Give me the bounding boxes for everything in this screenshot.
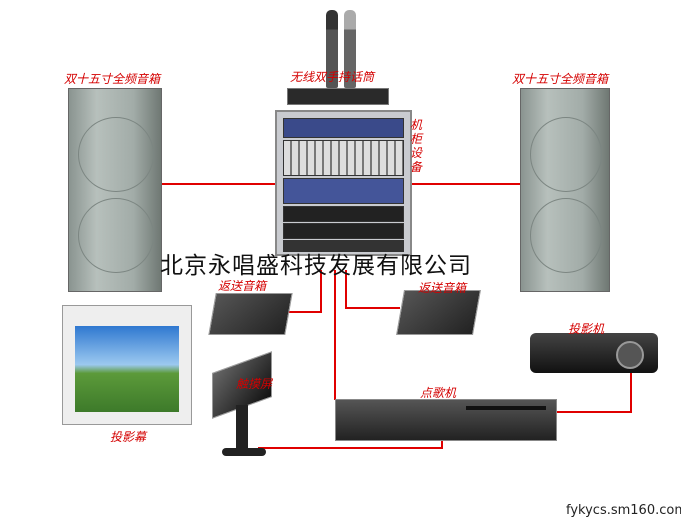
mic-receiver — [287, 88, 389, 105]
right-monitor-label: 返送音箱 — [418, 281, 467, 295]
microphone-label: 无线双手持话筒 — [290, 70, 375, 84]
projection-screen — [62, 305, 192, 425]
right-speaker-label: 双十五寸全频音箱 — [512, 72, 609, 86]
left-speaker-label: 双十五寸全频音箱 — [64, 72, 161, 86]
microphone-icon — [344, 10, 356, 88]
projector — [530, 333, 658, 373]
connector — [345, 270, 347, 308]
left-main-speaker — [68, 88, 162, 292]
touchscreen-label: 触摸屏 — [236, 377, 273, 391]
left-monitor-label: 返送音箱 — [218, 279, 267, 293]
connector — [410, 183, 520, 185]
microphone-icon — [326, 10, 338, 88]
screen-label: 投影幕 — [110, 430, 147, 444]
connector — [345, 307, 400, 309]
ktv-player-label: 点歌机 — [420, 386, 457, 400]
projector-label: 投影机 — [568, 322, 605, 336]
company-name: 北京永唱盛科技发展有限公司 — [160, 253, 472, 279]
left-monitor-speaker — [208, 293, 293, 335]
connector — [160, 183, 275, 185]
connector — [334, 270, 336, 400]
touchscreen-stand — [236, 405, 248, 450]
watermark: fykycs.sm160.com — [566, 503, 681, 518]
connector — [320, 270, 322, 312]
touchscreen-base — [222, 448, 266, 456]
connector — [258, 447, 443, 449]
equipment-rack — [275, 110, 412, 256]
connector — [280, 311, 322, 313]
right-main-speaker — [520, 88, 610, 292]
connector — [555, 411, 632, 413]
ktv-player — [335, 399, 557, 441]
rack-label: 机柜设备 — [410, 118, 423, 174]
right-monitor-speaker — [396, 290, 481, 335]
connector — [630, 370, 632, 412]
